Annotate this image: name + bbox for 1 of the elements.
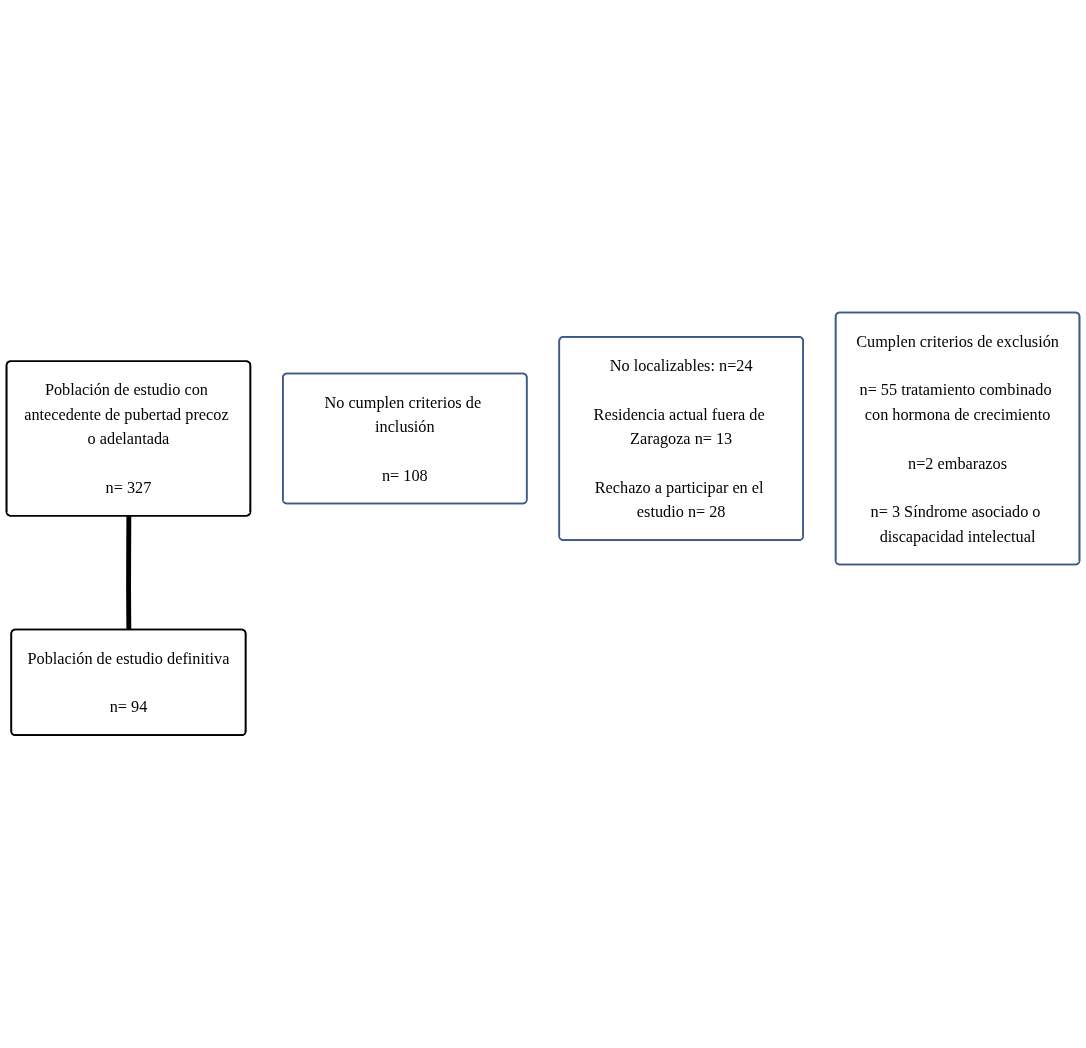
connector xyxy=(126,516,132,631)
